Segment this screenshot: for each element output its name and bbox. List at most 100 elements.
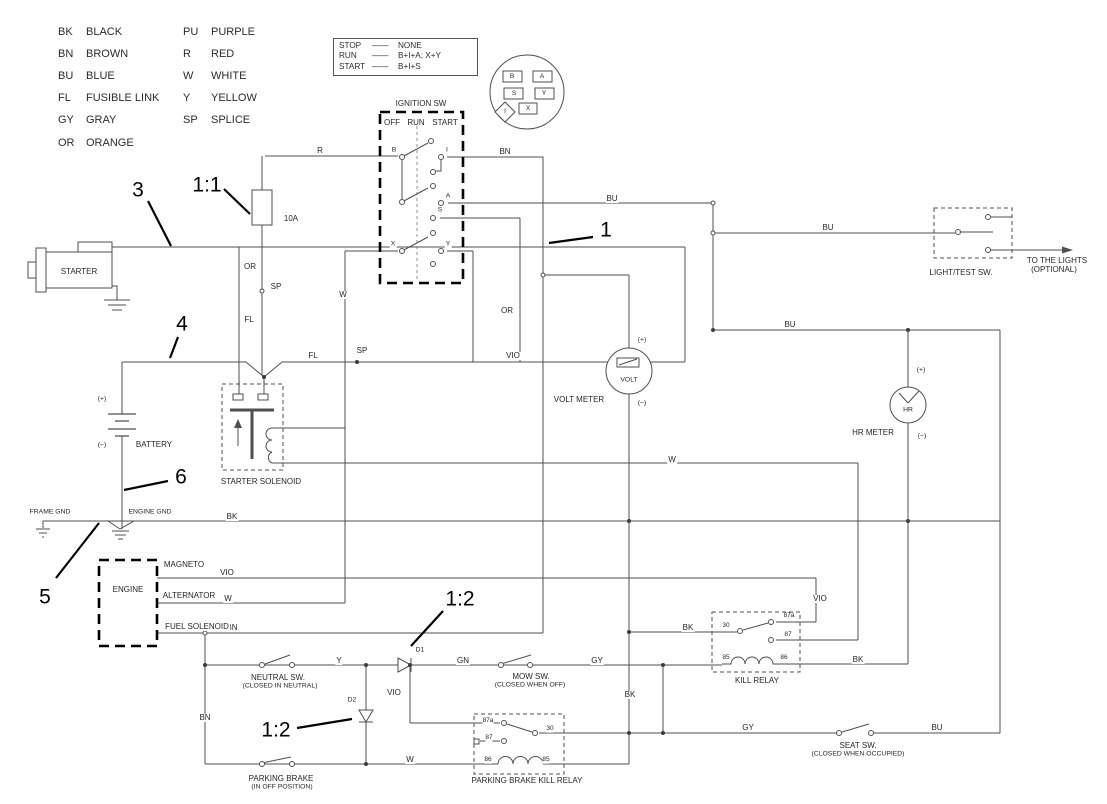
wire-label-r: R bbox=[316, 146, 324, 155]
table-dash: —— bbox=[372, 41, 389, 50]
ignition-connections: B+I+A; X+Y bbox=[398, 51, 442, 61]
legend-code: R bbox=[183, 48, 191, 60]
pb-kill-relay-label: PARKING BRAKE KILL RELAY bbox=[471, 776, 583, 785]
legend-name: FUSIBLE LINK bbox=[86, 92, 160, 104]
mow-sw-note: (CLOSED WHEN OFF) bbox=[494, 681, 566, 689]
ignition-table-row: STOP——NONE bbox=[339, 41, 477, 51]
ignition-connections: B+I+S bbox=[398, 61, 421, 71]
table-dash: —— bbox=[372, 61, 389, 71]
legend-item-r: R RED bbox=[183, 48, 234, 60]
hr-meter-minus: (−) bbox=[917, 432, 927, 440]
fuse-symbol bbox=[251, 189, 273, 226]
legend-code: BK bbox=[58, 26, 73, 38]
callout-1: 1 bbox=[600, 218, 612, 242]
legend-name: WHITE bbox=[211, 70, 247, 82]
wire-label-fl-1: FL bbox=[243, 315, 255, 324]
legend-code: OR bbox=[58, 137, 75, 149]
frame-gnd-label: FRAME GND bbox=[28, 508, 72, 517]
wire-label-w-4: W bbox=[405, 755, 415, 764]
wire-label-vio-1: VIO bbox=[505, 351, 521, 360]
starter-label: STARTER bbox=[59, 267, 99, 276]
kill-relay-label: KILL RELAY bbox=[734, 676, 780, 685]
wire-label-or-2: OR bbox=[500, 306, 514, 315]
legend-item-fl: FL FUSIBLE LINK bbox=[58, 92, 159, 104]
to-the-lights-label: TO THE LIGHTS bbox=[1026, 256, 1088, 265]
volt-meter-gauge bbox=[605, 347, 653, 395]
battery-positive: (+) bbox=[97, 395, 107, 403]
ignition-term-x: X bbox=[389, 240, 397, 249]
legend-item-y: Y YELLOW bbox=[183, 92, 257, 104]
wire-label-bu-1: BU bbox=[605, 194, 619, 203]
switch-levers bbox=[261, 142, 993, 764]
connector-pin-x: X bbox=[525, 104, 531, 112]
ignition-position: STOP bbox=[339, 41, 362, 50]
ground-symbols bbox=[36, 520, 135, 540]
wire-label-vio-2: VIO bbox=[219, 568, 235, 577]
kill-relay-term-87a: 87a bbox=[783, 611, 795, 620]
diode-d2 bbox=[358, 709, 374, 723]
wire-label-bn-1: BN bbox=[498, 147, 512, 156]
connector-pin-a: A bbox=[539, 72, 545, 80]
pb-relay-term-85: 85 bbox=[542, 755, 550, 764]
table-dash: —— bbox=[372, 51, 389, 61]
legend-name: GRAY bbox=[86, 114, 117, 126]
legend-code: BN bbox=[58, 48, 74, 60]
callout-leaders bbox=[55, 188, 594, 730]
ignition-pos-off: OFF bbox=[384, 118, 400, 127]
wire-label-bk-1: BK bbox=[225, 512, 239, 521]
seat-sw-note: (CLOSED WHEN OCCUPIED) bbox=[811, 750, 905, 758]
legend-name: RED bbox=[211, 48, 235, 60]
relay-coils bbox=[265, 427, 785, 765]
starter-solenoid-box bbox=[221, 383, 284, 471]
ignition-position: START bbox=[339, 61, 366, 71]
wire-label-w-3: W bbox=[223, 594, 233, 603]
legend-code: W bbox=[183, 70, 194, 82]
wire-label-bu-2: BU bbox=[821, 223, 835, 232]
hr-meter-plus: (+) bbox=[916, 366, 926, 374]
wire-label-bk-4: BK bbox=[851, 655, 865, 664]
wire-label-bu-4: BU bbox=[930, 723, 944, 732]
connector-pin-b: B bbox=[509, 72, 515, 80]
connector-pin-y: Y bbox=[541, 89, 547, 97]
ignition-term-a: A bbox=[444, 192, 452, 201]
battery-symbol bbox=[108, 413, 136, 437]
volt-meter-plus: (+) bbox=[637, 336, 647, 344]
legend-code: FL bbox=[58, 92, 71, 104]
engine-alternator-label: ALTERNATOR bbox=[161, 591, 217, 600]
legend-name: YELLOW bbox=[211, 92, 257, 104]
engine-fuel-solenoid-label: FUEL SOLENOID bbox=[164, 622, 230, 631]
to-the-lights-optional: (OPTIONAL) bbox=[1031, 265, 1077, 274]
wire-label-gy-1: GY bbox=[590, 656, 604, 665]
mow-sw-label: MOW SW. bbox=[512, 672, 550, 681]
legend-name: BROWN bbox=[86, 48, 129, 60]
diode-d1-label: D1 bbox=[415, 646, 425, 654]
ignition-term-i: I bbox=[445, 146, 449, 155]
engine-label: ENGINE bbox=[111, 585, 145, 594]
wire-label-w-1: W bbox=[338, 290, 348, 299]
callout-1-2-a: 1:2 bbox=[445, 587, 475, 611]
ignition-term-y: Y bbox=[444, 240, 452, 249]
legend-code: Y bbox=[183, 92, 191, 104]
wire-label-sp-1: SP bbox=[269, 282, 283, 291]
wire-label-gy-2: GY bbox=[741, 723, 755, 732]
legend-name: PURPLE bbox=[211, 26, 256, 38]
ignition-position: RUN bbox=[339, 51, 357, 61]
wire-label-bu-3: BU bbox=[783, 320, 797, 329]
contact-circles bbox=[202, 138, 991, 767]
callout-1-2-b: 1:2 bbox=[261, 718, 291, 742]
callout-1-1: 1:1 bbox=[192, 173, 222, 197]
wire-label-sp-2: SP bbox=[355, 346, 369, 355]
neutral-sw-label: NEUTRAL SW. bbox=[251, 673, 305, 682]
callout-4: 4 bbox=[176, 312, 188, 336]
parking-brake-label: PARKING BRAKE bbox=[248, 774, 314, 783]
ignition-table-row: START —— B+I+S bbox=[339, 62, 477, 72]
ignition-term-s: S bbox=[436, 206, 444, 215]
volt-meter-text: VOLT bbox=[620, 376, 638, 384]
wire-label-bn-2: BN bbox=[225, 623, 239, 632]
diode-d2-label: D2 bbox=[347, 696, 357, 704]
